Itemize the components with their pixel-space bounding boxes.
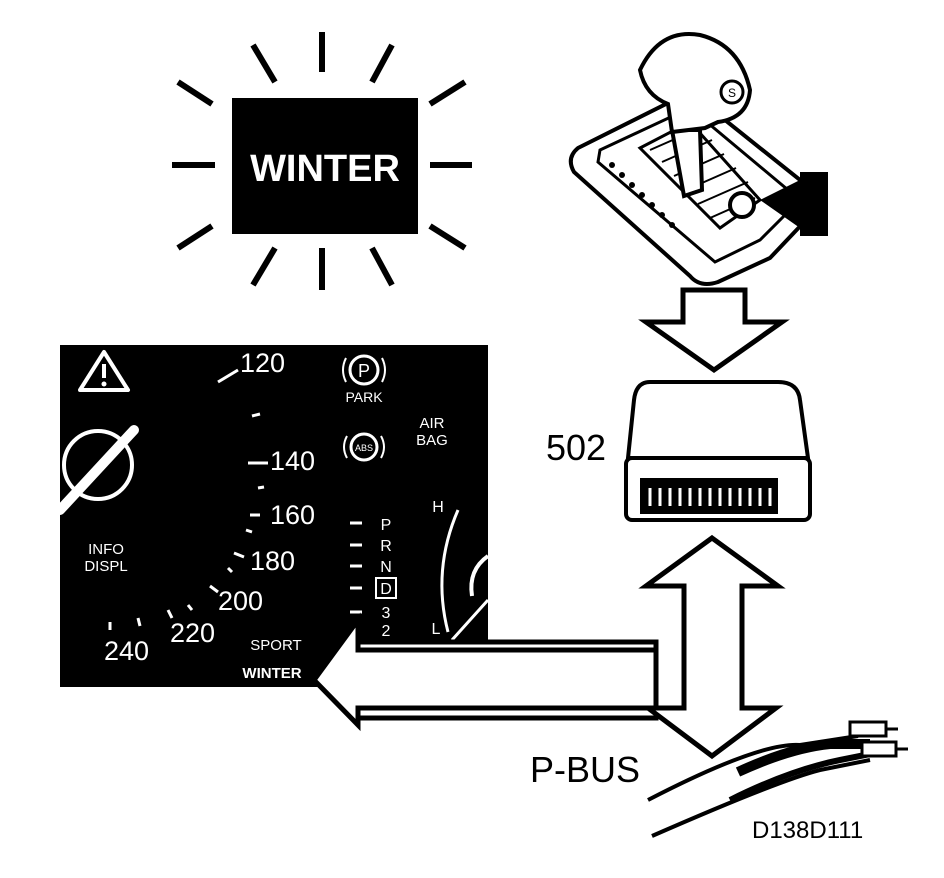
instrument-cluster: INFO DISPL 120 140 160 180 200 220 240 [55, 345, 490, 687]
speed-label-220: 220 [170, 618, 215, 648]
winter-button [728, 191, 756, 219]
tach-edge [469, 554, 490, 597]
airbag-label-line2: BAG [416, 432, 448, 449]
module-label: 502 [546, 427, 606, 468]
bus-to-cluster-arrow-head [310, 612, 659, 732]
speed-label-160: 160 [270, 500, 315, 530]
info-label-line1: INFO [88, 541, 124, 558]
park-label: PARK [345, 389, 383, 405]
temp-gauge-arc [440, 509, 460, 633]
warning-triangle-icon [78, 350, 130, 392]
winter-button-arrow [760, 172, 828, 236]
gear-indicator-dashes [350, 521, 362, 614]
module-top [625, 380, 811, 460]
gear-selector: S [568, 32, 828, 286]
speed-label-200: 200 [218, 586, 263, 616]
lamp-box [232, 98, 418, 234]
selector-button [719, 79, 745, 105]
speed-label-240: 240 [104, 636, 149, 666]
speedometer-ticks [108, 368, 268, 630]
speed-label-140: 140 [270, 446, 315, 476]
gear-label-3: 3 [382, 605, 391, 622]
selector-gear-marks [609, 162, 675, 228]
speed-label-180: 180 [250, 546, 295, 576]
figure-id: D138D111 [752, 817, 863, 844]
temp-high-label: H [432, 499, 444, 516]
p-bus-label: P-BUS [530, 749, 640, 790]
gear-label-2: 2 [382, 623, 391, 640]
gear-label-r: R [380, 538, 392, 555]
control-module [624, 380, 812, 522]
airbag-label-line1: AIR [419, 415, 444, 432]
mode-winter-label: WINTER [242, 665, 301, 682]
selected-gear-box [375, 577, 397, 599]
cluster-panel [60, 345, 488, 687]
speed-label-120: 120 [240, 348, 285, 378]
lamp-rays [172, 32, 472, 290]
p-bus-cable [647, 720, 908, 838]
mode-sport-label: SPORT [250, 637, 301, 654]
winter-lamp: WINTER [172, 32, 472, 290]
info-label-line2: DISPL [84, 558, 127, 575]
module-connector-pins [648, 488, 772, 506]
abs-icon: ABS [343, 432, 385, 462]
gear-label-d: D [380, 581, 392, 598]
temp-needle [450, 598, 490, 642]
info-display-dial [55, 425, 139, 515]
selector-button-glyph: S [728, 86, 736, 100]
park-brake-symbol: P [358, 361, 370, 381]
gear-label-n: N [380, 559, 392, 576]
gear-label-p: P [381, 517, 392, 534]
park-brake-icon: P [342, 354, 386, 386]
temp-low-label: L [432, 621, 441, 638]
selector-to-module-arrow [638, 287, 790, 374]
abs-symbol: ABS [355, 443, 373, 453]
selector-lever-knob [637, 32, 753, 135]
lamp-label: WINTER [250, 148, 400, 190]
module-bus-double-arrow [638, 534, 786, 760]
